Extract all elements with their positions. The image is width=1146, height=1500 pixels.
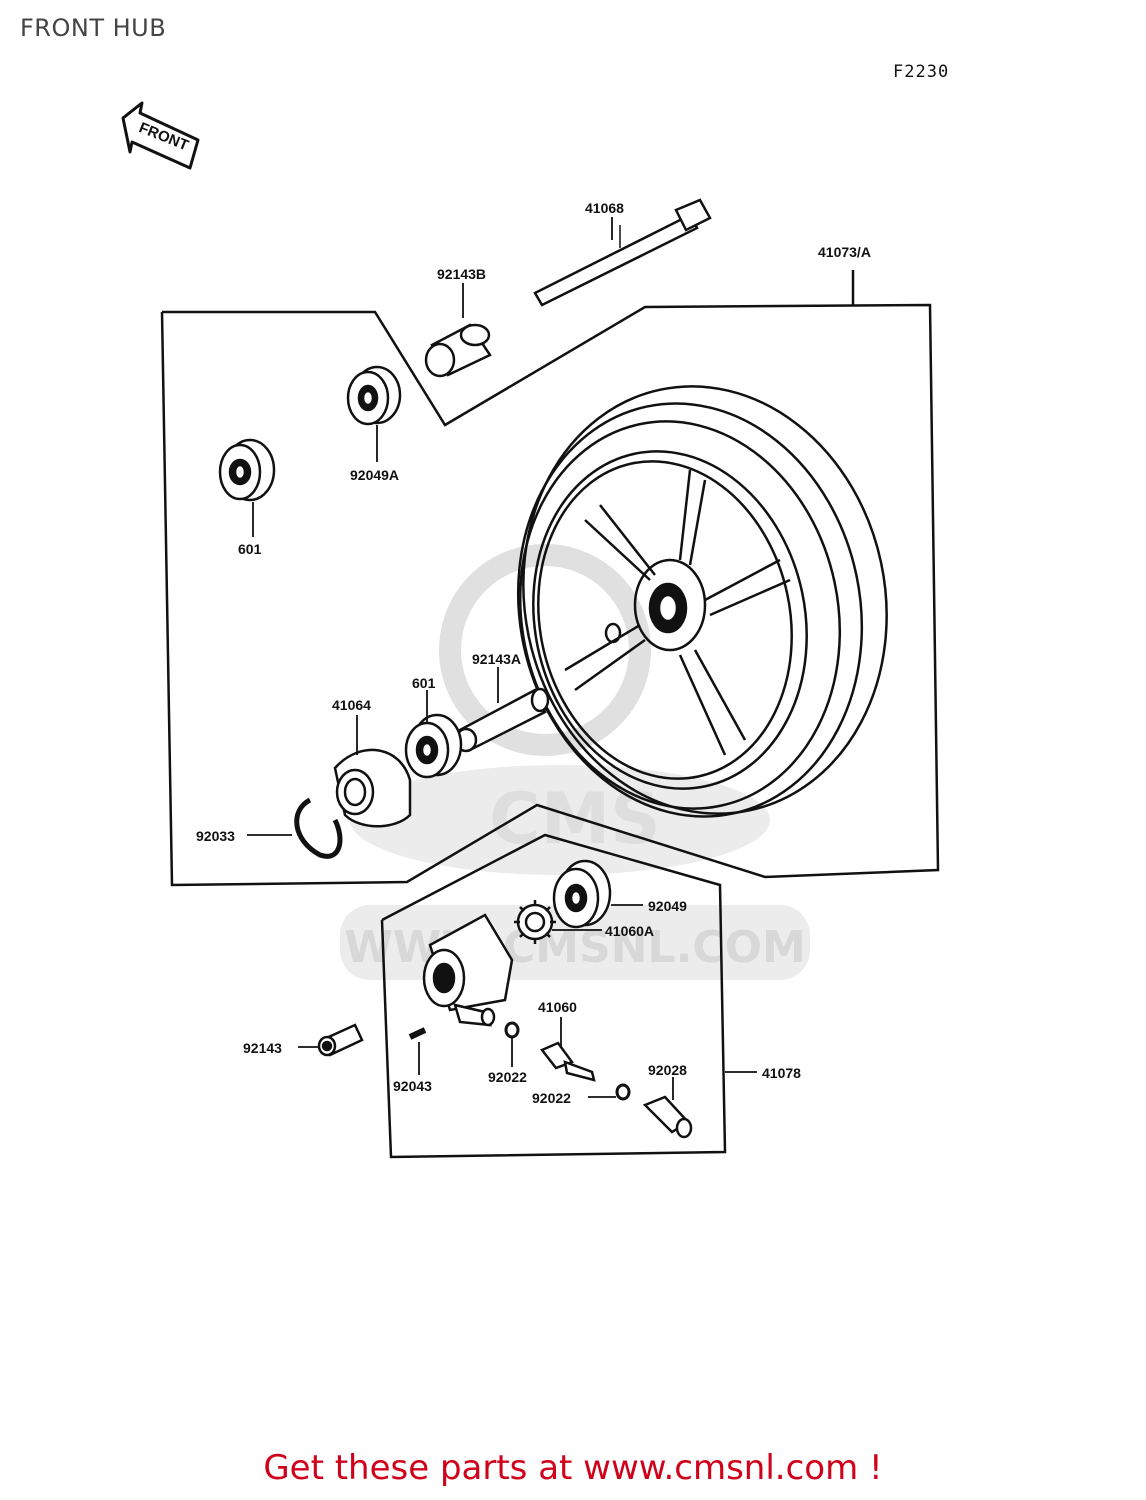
- wheel-assembly-outline: [160, 303, 940, 887]
- label-washer-1: 92022: [488, 1069, 527, 1085]
- collar-part: [317, 1023, 364, 1057]
- bearing-mid-part: [404, 713, 463, 779]
- collar-b-part: [424, 323, 492, 378]
- figure-code: F2230: [893, 62, 950, 82]
- gear-housing-outline: [380, 833, 727, 1159]
- label-bearing-a: 92049A: [350, 467, 400, 483]
- label-washer-2: 92022: [532, 1090, 571, 1106]
- label-bearing-left: 601: [238, 541, 262, 557]
- pinion-part: [540, 1041, 596, 1082]
- bearing-part: [552, 859, 612, 929]
- label-collar-b: 92143B: [437, 266, 487, 282]
- diagram-title: FRONT HUB: [20, 14, 167, 42]
- label-collar: 92143: [243, 1040, 282, 1056]
- wheel-part: [516, 385, 888, 818]
- cta-link[interactable]: Get these parts at www.cmsnl.com !: [263, 1448, 883, 1488]
- label-wheel-assy: 41073/A: [818, 244, 871, 260]
- pin-part: [408, 1027, 427, 1040]
- gear-part: [514, 900, 556, 944]
- leader-lines: [247, 217, 757, 1100]
- label-cap: 92028: [648, 1062, 687, 1078]
- label-axle: 41068: [585, 200, 624, 216]
- cap-part: [642, 1095, 693, 1139]
- label-bearing-mid: 601: [412, 675, 436, 691]
- label-hub-cover: 41064: [332, 697, 371, 713]
- bearing-a-part: [346, 365, 402, 426]
- label-gear-housing-assy: 41078: [762, 1065, 801, 1081]
- axle-part: [533, 198, 712, 307]
- label-pin: 92043: [393, 1078, 432, 1094]
- front-arrow-icon: FRONT: [121, 101, 200, 170]
- label-bearing: 92049: [648, 898, 687, 914]
- washer-2-part: [615, 1083, 631, 1101]
- label-gear: 41060A: [605, 923, 655, 939]
- gear-housing-part: [422, 913, 514, 1027]
- washer-1-part: [504, 1021, 520, 1039]
- label-collar-a: 92143A: [472, 651, 522, 667]
- label-pinion: 41060: [538, 999, 577, 1015]
- circlip-part: [294, 797, 343, 859]
- watermark-logo-text: CMS: [489, 778, 660, 860]
- hub-cover-part: [333, 748, 412, 828]
- bearing-left-part: [218, 438, 276, 502]
- label-circlip: 92033: [196, 828, 235, 844]
